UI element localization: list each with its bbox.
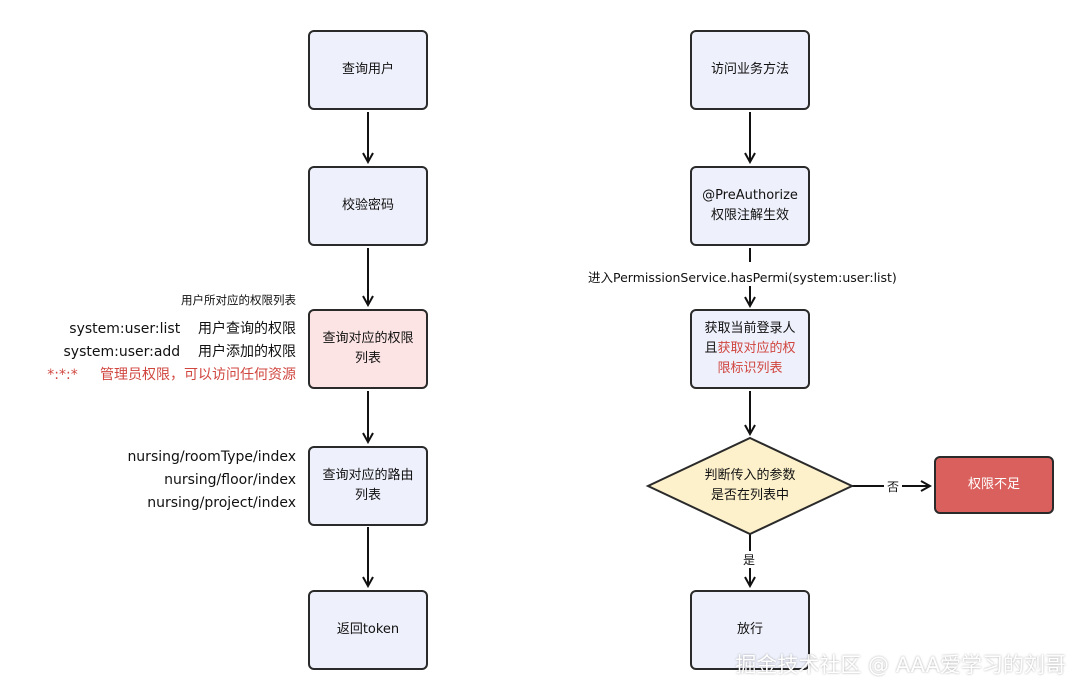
- permission-desc-add: 用户添加的权限: [198, 344, 296, 360]
- node-allow-label: 放行: [736, 622, 763, 637]
- node-get-user-line1: 获取当前登录人: [704, 321, 796, 336]
- route-note-roomtype: nursing/roomType/index: [127, 449, 296, 465]
- node-get-user-line2-highlight: 获取对应的权: [717, 341, 796, 356]
- no-edge-label: 否: [884, 478, 903, 495]
- enter-service-label: 进入PermissionService.hasPermi(system:user…: [585, 267, 900, 286]
- decision-line1: 判断传入的参数: [704, 468, 796, 483]
- node-get-user-line2-plain: 且: [704, 341, 718, 356]
- node-get-user-line3: 限标识列表: [717, 361, 783, 376]
- node-query-permissions-line2: 列表: [354, 351, 381, 366]
- permission-desc-list: 用户查询的权限: [198, 321, 296, 337]
- node-get-user: 获取当前登录人 且获取对应的权 限标识列表: [690, 309, 810, 389]
- node-verify-password: 校验密码: [308, 166, 428, 246]
- node-annotation: @PreAuthorize 权限注解生效: [690, 166, 810, 246]
- node-query-user-label: 查询用户: [341, 62, 394, 77]
- permission-note-admin: *:*:* 管理员权限，可以访问任何资源: [47, 364, 296, 384]
- node-access-method-label: 访问业务方法: [710, 62, 789, 77]
- route-note-floor: nursing/floor/index: [164, 472, 296, 488]
- permission-note-list: system:user:list 用户查询的权限: [69, 318, 296, 338]
- yes-edge-label: 是: [740, 551, 759, 568]
- node-insufficient-permission-label: 权限不足: [967, 477, 1020, 492]
- decision-diamond: [645, 436, 855, 536]
- route-note-project: nursing/project/index: [147, 495, 296, 511]
- node-annotation-line2: 权限注解生效: [710, 208, 789, 223]
- node-query-routes-line2: 列表: [354, 488, 381, 503]
- node-insufficient-permission: 权限不足: [934, 456, 1054, 514]
- permission-code-admin: *:*:*: [47, 367, 78, 383]
- node-get-user-line2: 且获取对应的权: [704, 339, 795, 359]
- node-access-method: 访问业务方法: [690, 30, 810, 110]
- node-query-routes-line1: 查询对应的路由: [322, 468, 414, 483]
- node-allow: 放行: [690, 590, 810, 670]
- decision-line2: 是否在列表中: [710, 488, 789, 503]
- watermark: 掘金技术社区 @ AAA爱学习的刘哥: [735, 653, 1066, 677]
- permission-notes-heading: 用户所对应的权限列表: [181, 293, 296, 307]
- permission-code-list: system:user:list: [69, 321, 181, 337]
- node-query-permissions: 查询对应的权限 列表: [308, 309, 428, 389]
- node-annotation-line1: @PreAuthorize: [702, 188, 798, 203]
- permission-code-add: system:user:add: [63, 344, 181, 360]
- node-query-permissions-line1: 查询对应的权限: [322, 331, 414, 346]
- node-verify-password-label: 校验密码: [341, 198, 394, 213]
- node-query-routes: 查询对应的路由 列表: [308, 446, 428, 526]
- decision-label: 判断传入的参数 是否在列表中: [648, 462, 852, 510]
- node-query-user: 查询用户: [308, 30, 428, 110]
- node-return-token-label: 返回token: [336, 622, 400, 637]
- node-return-token: 返回token: [308, 590, 428, 670]
- permission-note-add: system:user:add 用户添加的权限: [63, 341, 296, 361]
- permission-desc-admin: 管理员权限，可以访问任何资源: [100, 367, 296, 383]
